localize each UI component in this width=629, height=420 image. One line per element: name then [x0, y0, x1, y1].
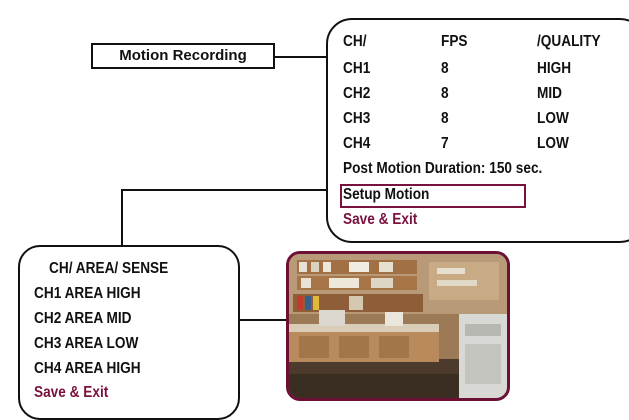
office-room-illustration — [289, 254, 507, 398]
header-fps: FPS — [441, 33, 468, 50]
motion-area-panel — [18, 245, 240, 420]
row-2-fps: 8 — [441, 85, 449, 102]
motion-row-2: CH2 AREA MID — [34, 310, 132, 327]
row-3-ch: CH3 — [343, 110, 371, 127]
row-3-fps: 8 — [441, 110, 449, 127]
motion-save-exit-item[interactable]: Save & Exit — [34, 384, 109, 401]
motion-recording-label: Motion Recording — [119, 47, 247, 64]
row-3-quality: LOW — [537, 110, 569, 127]
setup-motion-highlight[interactable] — [340, 184, 526, 208]
office-room-photo — [286, 251, 510, 401]
connector-setup-to-motion-panel — [121, 189, 340, 250]
header-ch: CH/ — [343, 33, 367, 50]
row-2-quality: MID — [537, 85, 563, 102]
save-exit-item[interactable]: Save & Exit — [343, 211, 418, 228]
row-4-ch: CH4 — [343, 135, 371, 152]
connector-lines — [121, 56, 340, 321]
motion-row-1: CH1 AREA HIGH — [34, 285, 141, 302]
post-motion-duration: Post Motion Duration: 150 sec. — [343, 160, 543, 177]
row-4-quality: LOW — [537, 135, 569, 152]
recording-settings-panel — [326, 18, 629, 243]
setup-motion-item[interactable]: Setup Motion — [343, 186, 430, 203]
row-1-quality: HIGH — [537, 60, 572, 77]
row-2-ch: CH2 — [343, 85, 371, 102]
row-1-fps: 8 — [441, 60, 449, 77]
motion-row-3: CH3 AREA LOW — [34, 335, 139, 352]
motion-header: CH/ AREA/ SENSE — [49, 260, 169, 277]
row-1-ch: CH1 — [343, 60, 371, 77]
motion-recording-box: Motion Recording — [91, 43, 275, 69]
header-quality: /QUALITY — [537, 33, 601, 50]
motion-row-4: CH4 AREA HIGH — [34, 360, 141, 377]
row-4-fps: 7 — [441, 135, 449, 152]
